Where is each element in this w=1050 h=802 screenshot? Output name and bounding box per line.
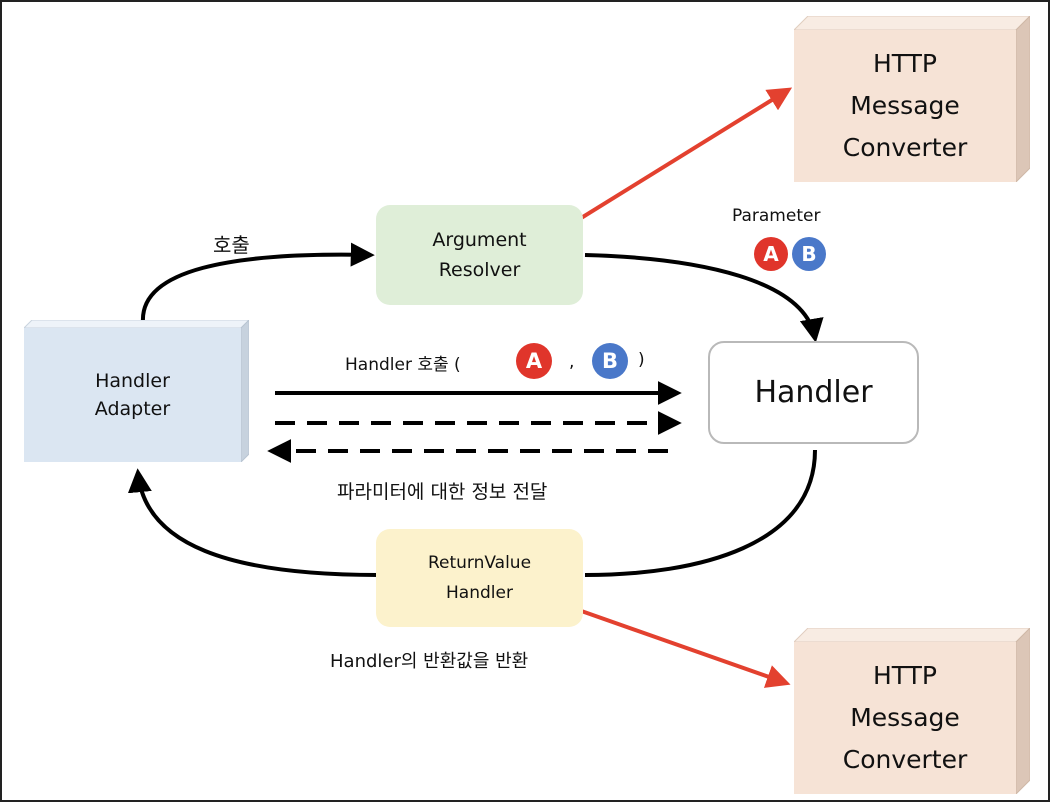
converter-bottom-label: HTTP Message Converter (842, 661, 968, 774)
badge-a-parameter: A (754, 237, 788, 271)
converter-top-label: HTTP Message Converter (842, 49, 968, 162)
return-value-handler-box: ReturnValue Handler (376, 529, 583, 627)
adapter-to-resolver-arrow (140, 242, 375, 323)
badge-b-parameter: B (792, 237, 826, 271)
handler-call-label: Handler 호출 ( (345, 355, 461, 375)
call-label: 호출 (213, 233, 250, 257)
http-message-converter-bottom: HTTP Message Converter (794, 628, 1030, 794)
return-to-converter-arrow (569, 605, 791, 688)
parameter-label: Parameter (732, 206, 821, 226)
handler-adapter-label: Handler Adapter (94, 370, 171, 420)
param-info-label: 파라미터에 대한 정보 전달 (337, 481, 548, 503)
argument-resolver-label: Argument Resolver (432, 229, 527, 281)
http-message-converter-top: HTTP Message Converter (794, 16, 1030, 182)
handler-call-comma: , (569, 352, 575, 372)
return-value-handler-label: ReturnValue Handler (427, 553, 532, 603)
resolver-to-converter-arrow (563, 87, 793, 230)
handler-to-return-arrow (584, 449, 817, 577)
handler-call-suffix: ) (638, 350, 645, 370)
badge-b-call: B (592, 343, 628, 379)
handler-label: Handler (754, 375, 873, 410)
handler-box: Handler (708, 341, 919, 444)
argument-resolver-box: Argument Resolver (376, 205, 583, 305)
return-value-label: Handler의 반환값을 반환 (330, 651, 529, 672)
badge-a-call: A (516, 343, 552, 379)
return-to-adapter-arrow (127, 468, 379, 577)
resolver-to-handler-arrow (584, 253, 824, 343)
handler-adapter-box: Handler Adapter (24, 320, 249, 462)
